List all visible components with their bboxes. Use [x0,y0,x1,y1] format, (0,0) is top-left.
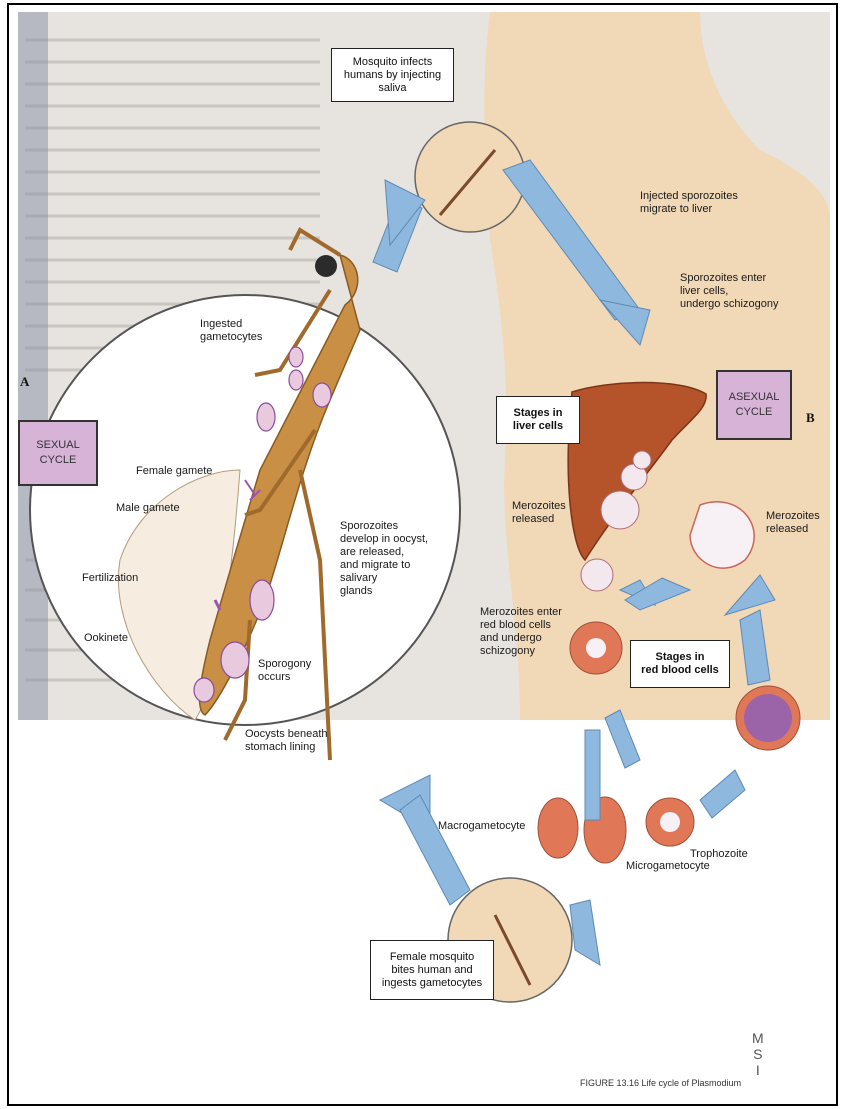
label-male-gamete: Male gamete [116,502,180,515]
asexual-cycle-box: ASEXUAL CYCLE [716,370,792,440]
figure-caption: FIGURE 13.16 Life cycle of Plasmodium [580,1078,741,1088]
label-ingested-gametocytes: Ingested gametocytes [200,318,262,344]
label-sporogony: Sporogony occurs [258,658,311,684]
label-injected-sporozoites: Injected sporozoites migrate to liver [640,190,738,216]
label-macrogametocyte: Macrogametocyte [438,820,525,833]
label-sporozoites-develop: Sporozoites develop in oocyst, are relea… [340,520,428,598]
label-sporozoites-enter: Sporozoites enter liver cells, undergo s… [680,272,778,311]
label-merozoites-released-rbc: Merozoites released [766,510,820,536]
box-stages-liver: Stages in liver cells [496,396,580,444]
artist-signature: M S I [752,1030,764,1078]
label-ookinete: Ookinete [84,632,128,645]
panel-label-a: A [20,374,29,390]
box-stages-rbc: Stages in red blood cells [630,640,730,688]
label-fertilization: Fertilization [82,572,138,585]
panel-label-b: B [806,410,815,426]
box-female-mosquito: Female mosquito bites human and ingests … [370,940,494,1000]
label-female-gamete: Female gamete [136,465,212,478]
label-oocysts: Oocysts beneath stomach lining [245,728,328,754]
label-merozoites-enter: Merozoites enter red blood cells and und… [480,606,562,658]
label-microgametocyte: Microgametocyte [626,860,710,873]
label-merozoites-released-liver: Merozoites released [512,500,566,526]
box-mosquito-infects: Mosquito infects humans by injecting sal… [331,48,454,102]
sexual-cycle-box: SEXUAL CYCLE [18,420,98,486]
